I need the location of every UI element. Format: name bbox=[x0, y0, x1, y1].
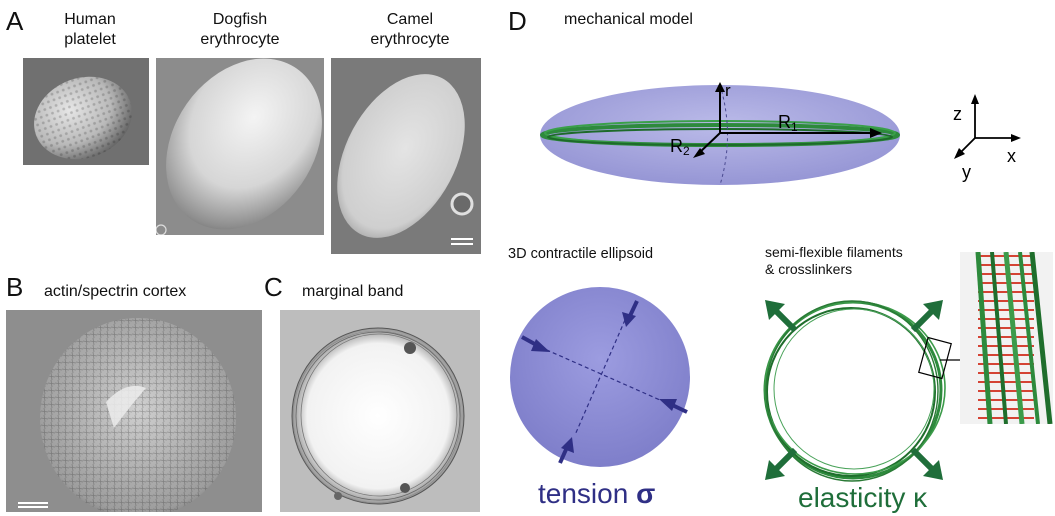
label-r1-main: R bbox=[778, 112, 791, 132]
label-actin-spectrin-cortex: actin/spectrin cortex bbox=[44, 283, 187, 300]
tension-arrow bbox=[521, 335, 550, 352]
sigma-symbol: σ bbox=[636, 478, 656, 509]
arrowhead bbox=[765, 300, 785, 320]
elasticity-word: elasticity bbox=[798, 482, 906, 513]
panel-letter-c: C bbox=[264, 272, 283, 302]
label-r2: R2 bbox=[670, 136, 690, 158]
marginal-band-micrograph bbox=[280, 310, 480, 512]
human-platelet-micrograph bbox=[23, 58, 149, 165]
arrowhead bbox=[693, 148, 705, 158]
arrowhead bbox=[1011, 134, 1021, 142]
tension-arrow bbox=[558, 437, 574, 464]
arrowhead bbox=[954, 148, 965, 159]
tension-arrow bbox=[659, 399, 688, 414]
ellipsoid-disc bbox=[510, 287, 690, 467]
kappa-symbol: κ bbox=[913, 482, 928, 513]
filament-ring bbox=[765, 300, 939, 482]
arrowhead bbox=[971, 94, 979, 104]
label-r1: R1 bbox=[778, 112, 798, 134]
label-r1-sub: 1 bbox=[791, 120, 798, 134]
label-line: Camel bbox=[386, 11, 434, 28]
filament bbox=[1029, 252, 1053, 424]
panel-letter-a: A bbox=[6, 6, 24, 36]
label-line: erythrocyte bbox=[370, 31, 450, 48]
arrow-shaft bbox=[772, 307, 798, 333]
label-line: erythrocyte bbox=[200, 31, 280, 48]
tension-word: tension bbox=[538, 478, 629, 509]
arrow-shaft bbox=[910, 307, 936, 333]
arrowhead bbox=[622, 312, 636, 327]
filament bbox=[1003, 252, 1025, 424]
contractile-ellipsoid-title: 3D contractile ellipsoid bbox=[508, 246, 654, 262]
label-r2-sub: 2 bbox=[683, 144, 690, 158]
filament-ring-diagram bbox=[763, 300, 952, 482]
filament-ring bbox=[766, 307, 936, 477]
label-dogfish-erythrocyte: Dogfish erythrocyte bbox=[170, 10, 310, 50]
filament bbox=[1018, 252, 1040, 424]
contractile-ellipsoid-diagram bbox=[510, 287, 690, 467]
actin-spectrin-cortex-micrograph bbox=[6, 310, 262, 512]
arrowhead bbox=[561, 437, 574, 453]
arrowhead bbox=[531, 339, 550, 352]
elasticity-label: elasticity κ bbox=[798, 482, 927, 514]
arrowhead bbox=[715, 82, 725, 92]
arrowhead bbox=[923, 460, 943, 480]
elasticity-arrow bbox=[910, 447, 943, 480]
arrow-shaft bbox=[772, 447, 798, 473]
label-r: r bbox=[725, 81, 731, 100]
dashed-axis bbox=[539, 346, 661, 401]
tension-label: tension σ bbox=[538, 478, 655, 510]
tension-arrow bbox=[622, 300, 639, 327]
camel-erythrocyte-micrograph bbox=[331, 58, 481, 254]
elasticity-arrow bbox=[765, 447, 798, 480]
panel-letter-b: B bbox=[6, 272, 24, 302]
filaments-title: semi-flexible filaments & crosslinkers bbox=[765, 244, 903, 278]
filament bbox=[975, 252, 993, 424]
mechanical-model-diagram: r R1 R2 bbox=[540, 81, 900, 186]
panel-letter-d: D bbox=[508, 6, 527, 36]
elasticity-arrow bbox=[910, 300, 943, 333]
arrowhead bbox=[923, 300, 943, 320]
zoom-box bbox=[918, 336, 952, 380]
label-x: x bbox=[1007, 146, 1016, 166]
filament bbox=[990, 252, 1008, 424]
label-line: Human bbox=[64, 11, 116, 28]
filaments-line: & crosslinkers bbox=[765, 261, 853, 277]
filament-ring bbox=[764, 301, 946, 475]
label-camel-erythrocyte: Camel erythrocyte bbox=[340, 10, 480, 50]
crosslinker-inset bbox=[960, 252, 1053, 424]
mechanical-model-title: mechanical model bbox=[564, 11, 693, 28]
filament-ring bbox=[773, 308, 935, 470]
label-marginal-band: marginal band bbox=[302, 283, 404, 300]
coordinate-axes: z x y bbox=[953, 94, 1021, 182]
label-y: y bbox=[962, 162, 971, 182]
elasticity-arrow bbox=[765, 300, 798, 333]
label-r2-main: R bbox=[670, 136, 683, 156]
label-line: Dogfish bbox=[212, 11, 268, 28]
arrowhead bbox=[870, 128, 882, 138]
ellipsoid-shape bbox=[540, 85, 900, 185]
arrow-shaft bbox=[910, 447, 936, 473]
ellipsoid-meridian bbox=[719, 84, 728, 186]
label-human-platelet: Human platelet bbox=[40, 10, 140, 50]
dogfish-erythrocyte-micrograph bbox=[156, 58, 324, 235]
arrowhead bbox=[765, 460, 785, 480]
label-z: z bbox=[953, 104, 962, 124]
label-line: platelet bbox=[64, 31, 116, 48]
arrowhead bbox=[659, 399, 677, 411]
filaments-line: semi-flexible filaments bbox=[765, 244, 903, 260]
